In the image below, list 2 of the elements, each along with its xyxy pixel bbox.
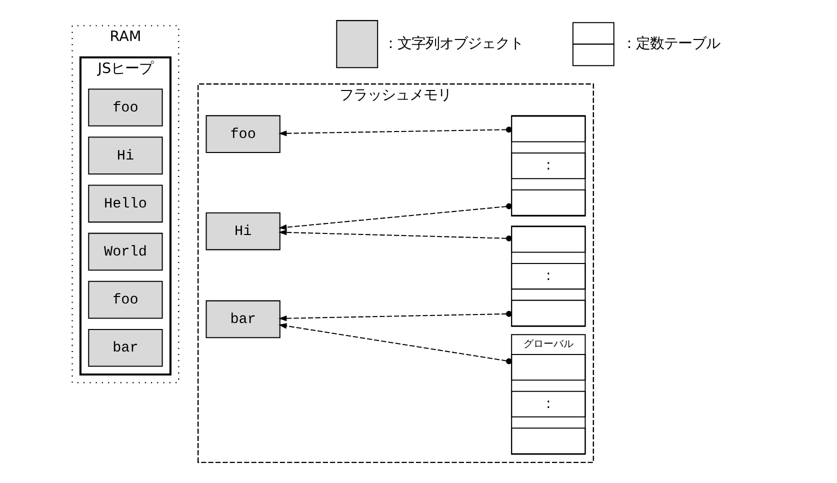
legend-label: ：定数テーブル xyxy=(622,36,720,52)
legend-label: ：文字列オブジェクト xyxy=(384,36,524,52)
